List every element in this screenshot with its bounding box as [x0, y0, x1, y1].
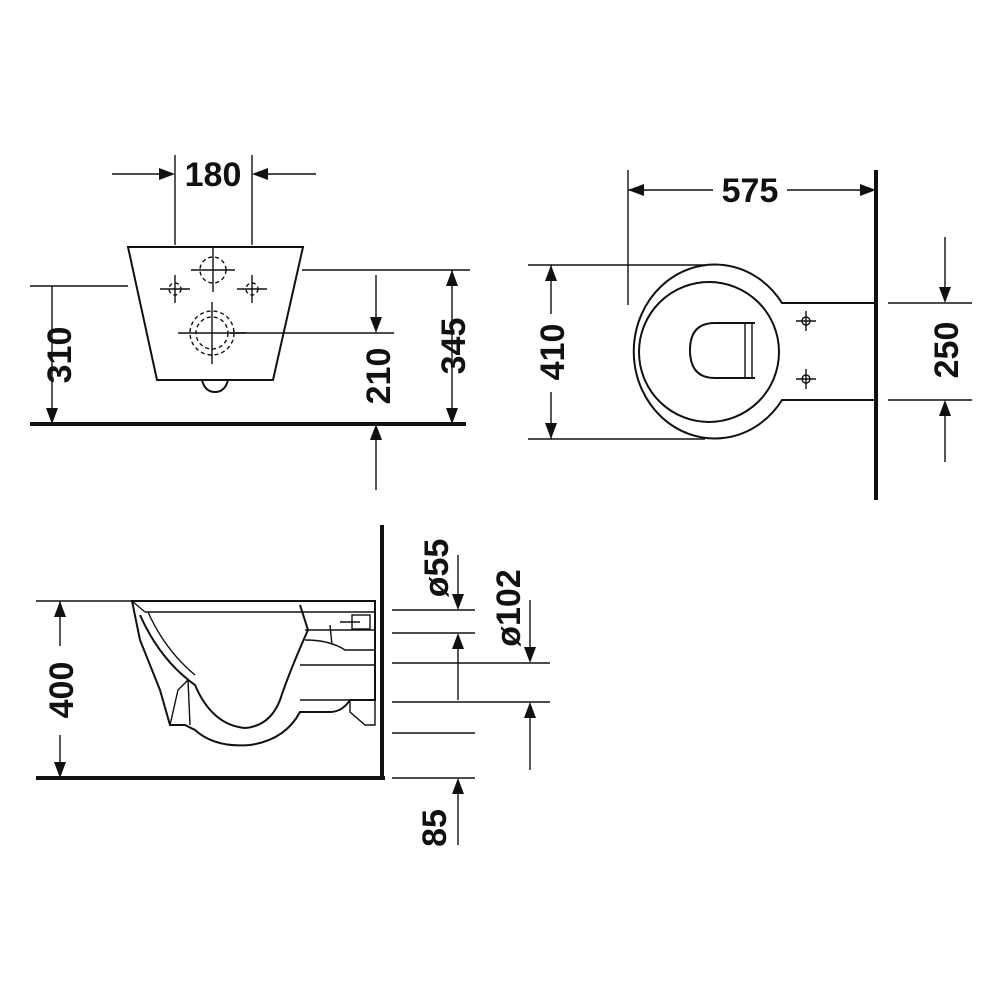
front-view: 180 310 210 345 — [30, 155, 473, 490]
top-water-opening — [688, 322, 755, 379]
top-bowl-outline — [632, 263, 877, 440]
dim-180-label: 180 — [185, 156, 242, 194]
top-bowl-rim — [638, 281, 780, 423]
dim-d55-label: ø55 — [418, 539, 456, 598]
dim-210-label: 210 — [360, 348, 398, 405]
side-front-foot — [169, 678, 191, 726]
dim-250-label: 250 — [928, 322, 966, 379]
front-outlet-bump — [201, 379, 229, 394]
side-view: 400 ø55 ø102 85 — [36, 525, 550, 847]
dim-345-label: 345 — [435, 318, 473, 375]
front-bowl-outline — [126, 246, 305, 381]
dim-310-label: 310 — [41, 327, 79, 384]
dim-400-label: 400 — [43, 662, 81, 719]
dim-410-label: 410 — [534, 324, 572, 381]
dim-d102-label: ø102 — [490, 569, 528, 647]
top-view: 575 410 250 — [528, 170, 972, 500]
dim-85-label: 85 — [416, 809, 454, 847]
dim-575-label: 575 — [722, 172, 779, 210]
side-bowl-inner — [139, 604, 310, 730]
side-bowl-outline — [130, 600, 376, 747]
